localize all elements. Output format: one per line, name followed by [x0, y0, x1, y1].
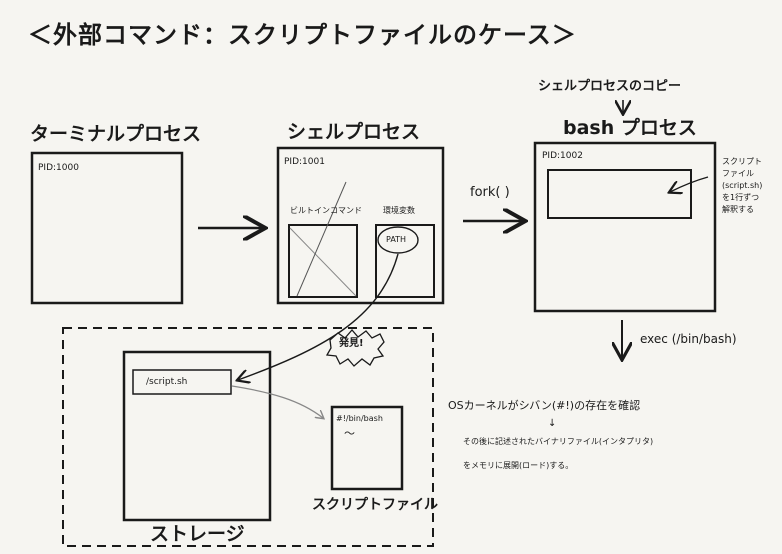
path-to-file-arrow [238, 253, 399, 380]
terminal-pid: PID:1000 [38, 163, 79, 173]
path-ellipse [377, 226, 419, 254]
path-label: PATH [386, 235, 407, 244]
os-note-arrow: ↓ [548, 418, 557, 429]
terminal-process-label: ターミナルプロセス [30, 123, 202, 145]
side-note-line: スクリプト [722, 157, 762, 166]
os-note-line2: その後に記述されたバイナリファイル(インタプリタ) [463, 437, 654, 446]
script-tilde: ～ [344, 427, 355, 440]
side-note-line: (script.sh) [722, 181, 763, 190]
file-entry: /script.sh [146, 377, 188, 387]
os-note-line1: OSカーネルがシバン(#!)の存在を確認 [448, 399, 641, 412]
storage-box [122, 350, 272, 522]
fork-label: fork( ) [470, 185, 510, 200]
storage-label: ストレージ [150, 523, 245, 545]
os-note-line3: をメモリに展開(ロード)する。 [463, 461, 574, 470]
shell-copy-label: シェルプロセスのコピー [538, 79, 682, 94]
shebang-text: #!/bin/bash [336, 414, 383, 423]
env-var-box [375, 224, 435, 298]
shell-process-box [276, 146, 445, 305]
bash-inner-box [547, 169, 692, 219]
terminal-process-box [30, 151, 184, 305]
shell-pid: PID:1001 [284, 157, 325, 167]
exec-label: exec (/bin/bash) [640, 332, 737, 346]
script-file-box [330, 405, 404, 491]
file-to-script-arrow [231, 385, 323, 418]
bash-side-note: スクリプト ファイル (script.sh) を1行ずつ 解釈する [722, 156, 762, 216]
side-note-arrow [670, 176, 709, 192]
file-entry-box [132, 369, 232, 395]
page-title: ＜外部コマンド：スクリプトファイルのケース＞ [28, 21, 577, 49]
bash-process-box [533, 141, 717, 313]
side-note-line: を1行ずつ [722, 193, 760, 202]
env-var-label: 環境変数 [383, 206, 415, 215]
side-note-line: 解釈する [722, 205, 754, 214]
storage-region [62, 327, 434, 547]
builtin-cross-line-1 [289, 227, 357, 297]
found-label: 発見! [339, 338, 364, 349]
bash-process-label: bash プロセス [563, 117, 697, 139]
side-note-line: ファイル [722, 169, 754, 178]
builtin-command-label: ビルトインコマンド [290, 206, 362, 215]
shell-process-label: シェルプロセス [287, 121, 421, 143]
builtin-cross-line-2 [296, 181, 347, 297]
script-file-label: スクリプトファイル [312, 497, 438, 513]
bash-pid: PID:1002 [542, 151, 583, 161]
builtin-command-box [288, 224, 358, 298]
found-burst [325, 329, 385, 367]
